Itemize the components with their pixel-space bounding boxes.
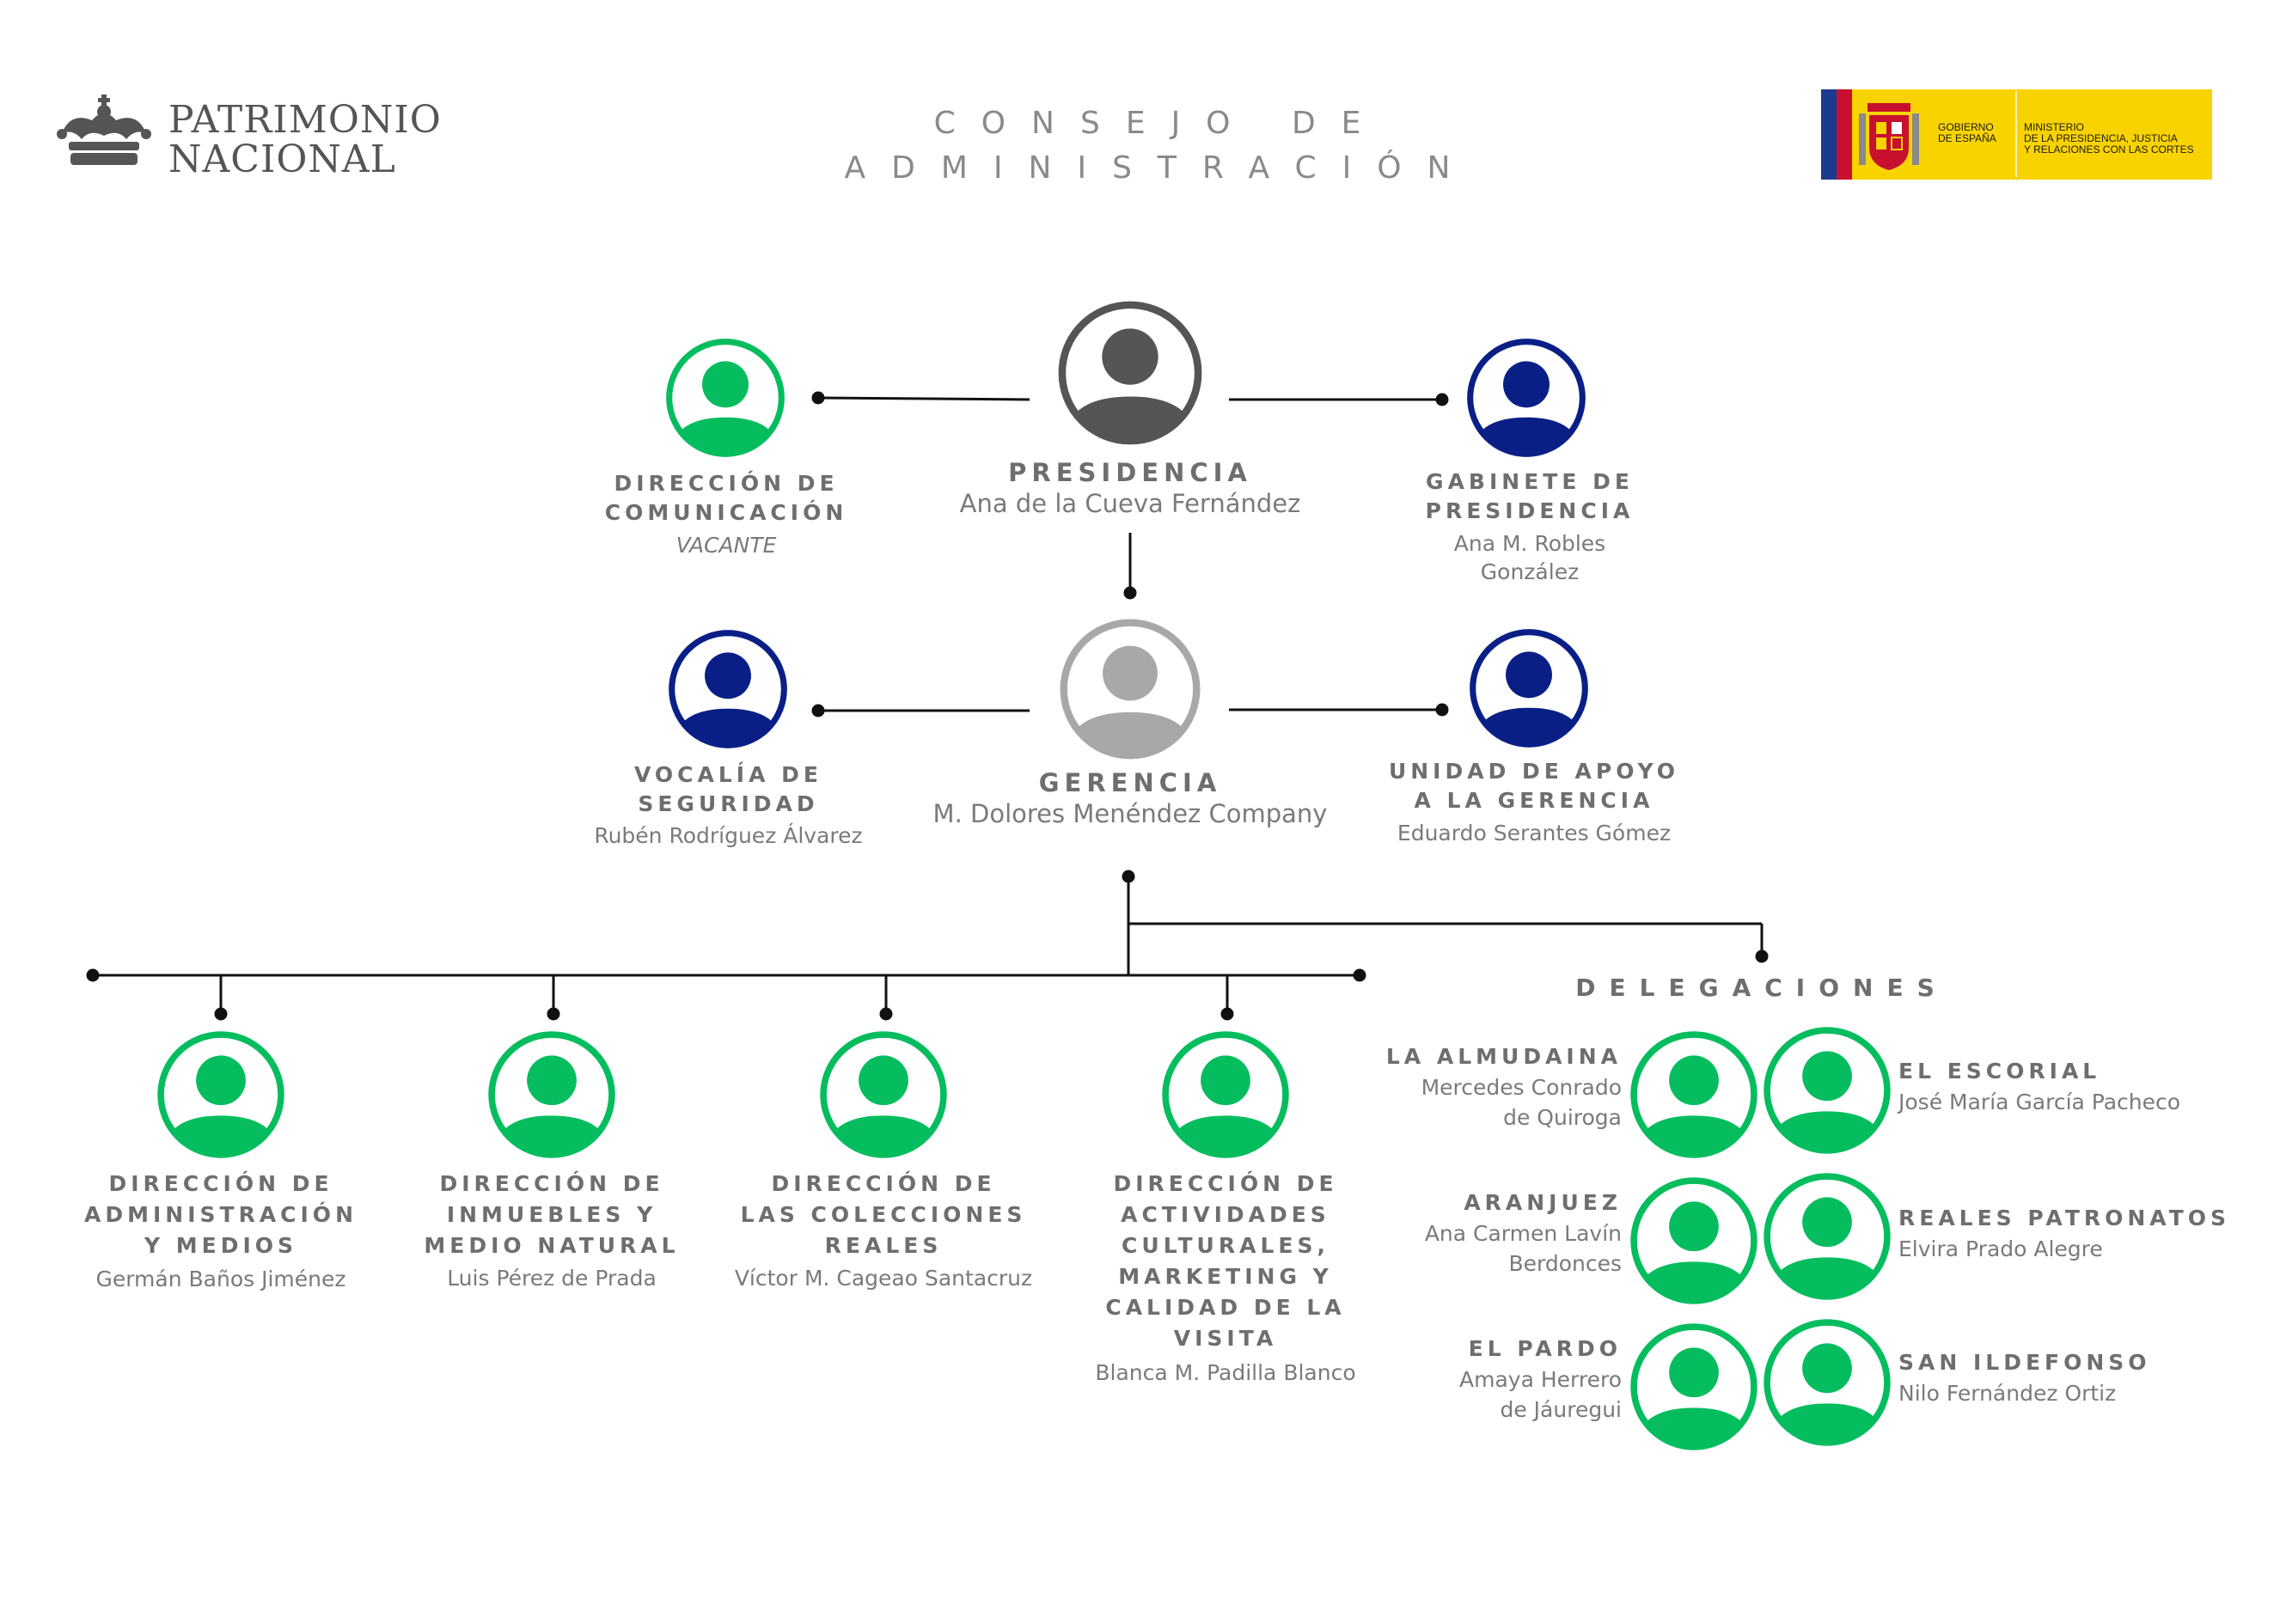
direccion-person-icon xyxy=(157,1031,284,1158)
direccion-name: Víctor M. Cageao Santacruz xyxy=(734,1266,1033,1291)
flag-stripe xyxy=(1821,89,1837,180)
delegacion-name-line1: Amaya Herrero xyxy=(1459,1367,1622,1392)
page-title-line1: CONSEJO DE xyxy=(933,106,1387,141)
delegacion-title: SAN ILDEFONSO xyxy=(1898,1350,2151,1375)
delegacion-name: José María García Pacheco xyxy=(1898,1090,2181,1114)
presidencia-title: PRESIDENCIA xyxy=(1008,458,1252,487)
presidencia-person-icon xyxy=(1058,301,1202,445)
connector-dot xyxy=(811,704,825,717)
seguridad-title-line1: VOCALÍA DE xyxy=(634,762,822,787)
comunicacion-title-line1: DIRECCIÓN DE xyxy=(614,471,839,496)
connector-dot xyxy=(1220,1007,1234,1021)
connector-dot xyxy=(1123,586,1137,600)
delegacion-title: REALES PATRONATOS xyxy=(1898,1206,2231,1230)
direccion-name: Germán Baños Jiménez xyxy=(95,1267,346,1291)
gabinete-title-line1: GABINETE DE xyxy=(1426,469,1634,494)
delegacion-title: LA ALMUDAINA xyxy=(1385,1044,1622,1069)
gabinete-name-line2: González xyxy=(1480,559,1580,584)
coat-of-arms-icon xyxy=(1859,103,1919,170)
direccion-title-line: CULTURALES, xyxy=(1122,1233,1330,1258)
ministerio-label-3: Y RELACIONES CON LAS CORTES xyxy=(2024,143,2194,156)
delegacion-name-line2: Berdonces xyxy=(1508,1251,1622,1276)
delegacion-person-icon xyxy=(1764,1173,1891,1300)
ministerio-label-2: DE LA PRESIDENCIA, JUSTICIA xyxy=(2024,132,2178,144)
direccion-name: Blanca M. Padilla Blanco xyxy=(1095,1360,1356,1385)
direccion-title-line: DIRECCIÓN DE xyxy=(439,1171,664,1196)
direccion-title-line: LAS COLECCIONES xyxy=(740,1202,1027,1227)
comunicacion-name: VACANTE xyxy=(675,533,777,558)
apoyo-name: Eduardo Serantes Gómez xyxy=(1397,821,1672,846)
crown-logo-icon xyxy=(57,95,151,165)
delegacion-person-icon xyxy=(1764,1027,1891,1154)
seguridad-name: Rubén Rodríguez Álvarez xyxy=(594,823,863,848)
gerencia-person-icon xyxy=(1060,619,1201,760)
delegacion-person-icon xyxy=(1630,1031,1757,1158)
gerencia-name: M. Dolores Menéndez Company xyxy=(932,799,1328,828)
direccion-title-line: DIRECCIÓN DE xyxy=(108,1171,333,1196)
connector-dot xyxy=(1435,703,1449,717)
direccion-title-line: INMUEBLES Y xyxy=(446,1202,657,1227)
delegacion-person-icon xyxy=(1630,1323,1757,1450)
gabinete-title-line2: PRESIDENCIA xyxy=(1425,498,1635,523)
direccion-title-line: CALIDAD DE LA xyxy=(1105,1295,1346,1320)
delegacion-title: EL ESCORIAL xyxy=(1898,1059,2101,1084)
flag-stripe xyxy=(1837,89,1852,180)
direccion-title-line: MARKETING Y xyxy=(1118,1264,1333,1289)
connector-presidencia-comunicacion xyxy=(817,396,1030,401)
delegacion-name: Elvira Prado Alegre xyxy=(1898,1236,2103,1261)
direccion-title-line: MEDIO NATURAL xyxy=(424,1233,680,1258)
page-title-line2: ADMINISTRACIÓN xyxy=(844,150,1476,186)
direccion-title-line: REALES xyxy=(824,1233,943,1258)
delegacion-title: EL PARDO xyxy=(1468,1336,1622,1361)
direccion-title-line: ACTIVIDADES xyxy=(1121,1202,1330,1227)
gobierno-label-1: GOBIERNO xyxy=(1938,121,1994,133)
presidencia-name: Ana de la Cueva Fernández xyxy=(959,489,1301,518)
gabinete-name-line1: Ana M. Robles xyxy=(1453,531,1606,556)
connector-dot xyxy=(1353,968,1366,982)
connector-dot xyxy=(1435,393,1449,406)
direccion-name: Luis Pérez de Prada xyxy=(447,1266,657,1291)
comunicacion-title-line2: COMUNICACIÓN xyxy=(604,500,848,525)
direccion-title-line: Y MEDIOS xyxy=(144,1233,298,1258)
comunicacion-person-icon xyxy=(666,339,785,457)
direccion-title-line: DIRECCIÓN DE xyxy=(771,1171,996,1196)
gobierno-separator xyxy=(2015,91,2017,177)
direccion-person-icon xyxy=(488,1031,615,1158)
seguridad-person-icon xyxy=(669,630,787,748)
direccion-person-icon xyxy=(820,1031,947,1158)
gobierno-logo: GOBIERNO DE ESPAÑA MINISTERIO DE LA PRES… xyxy=(1821,89,2212,180)
connector-dot xyxy=(214,1007,228,1021)
direccion-title-line: ADMINISTRACIÓN xyxy=(84,1202,358,1227)
gobierno-label-2: DE ESPAÑA xyxy=(1938,132,1996,144)
delegacion-name-line1: Mercedes Conrado xyxy=(1421,1075,1622,1100)
connector-dot xyxy=(879,1007,893,1021)
delegacion-name: Nilo Fernández Ortiz xyxy=(1898,1381,2117,1406)
gerencia-title: GERENCIA xyxy=(1038,768,1222,797)
page-title: CONSEJO DE ADMINISTRACIÓN xyxy=(773,101,1547,191)
direccion-person-icon xyxy=(1162,1031,1289,1158)
delegacion-name-line2: de Quiroga xyxy=(1503,1105,1622,1130)
ministerio-label-1: MINISTERIO xyxy=(2024,121,2085,133)
apoyo-title-line1: UNIDAD DE APOYO xyxy=(1388,759,1680,784)
connector-dot xyxy=(811,391,825,405)
apoyo-person-icon xyxy=(1470,629,1588,748)
delegacion-person-icon xyxy=(1764,1319,1891,1446)
gabinete-person-icon xyxy=(1467,339,1586,457)
connector-dot xyxy=(86,968,100,982)
delegaciones-heading: DELEGACIONES xyxy=(1575,974,1948,1002)
apoyo-title-line2: A LA GERENCIA xyxy=(1414,788,1654,813)
connector-dot xyxy=(547,1007,560,1021)
direccion-title-line: DIRECCIÓN DE xyxy=(1113,1171,1338,1196)
delegacion-name-line1: Ana Carmen Lavín xyxy=(1424,1221,1622,1246)
logo-text-line1: PATRIMONIO xyxy=(168,98,442,142)
delegacion-name-line2: de Jáuregui xyxy=(1500,1397,1622,1422)
delegacion-title: ARANJUEZ xyxy=(1464,1190,1622,1215)
connector-dot xyxy=(1755,949,1769,963)
logo-text-line2: NACIONAL xyxy=(168,137,396,181)
direccion-title-line: VISITA xyxy=(1173,1326,1278,1351)
seguridad-title-line2: SEGURIDAD xyxy=(638,791,819,816)
delegacion-person-icon xyxy=(1630,1177,1757,1304)
